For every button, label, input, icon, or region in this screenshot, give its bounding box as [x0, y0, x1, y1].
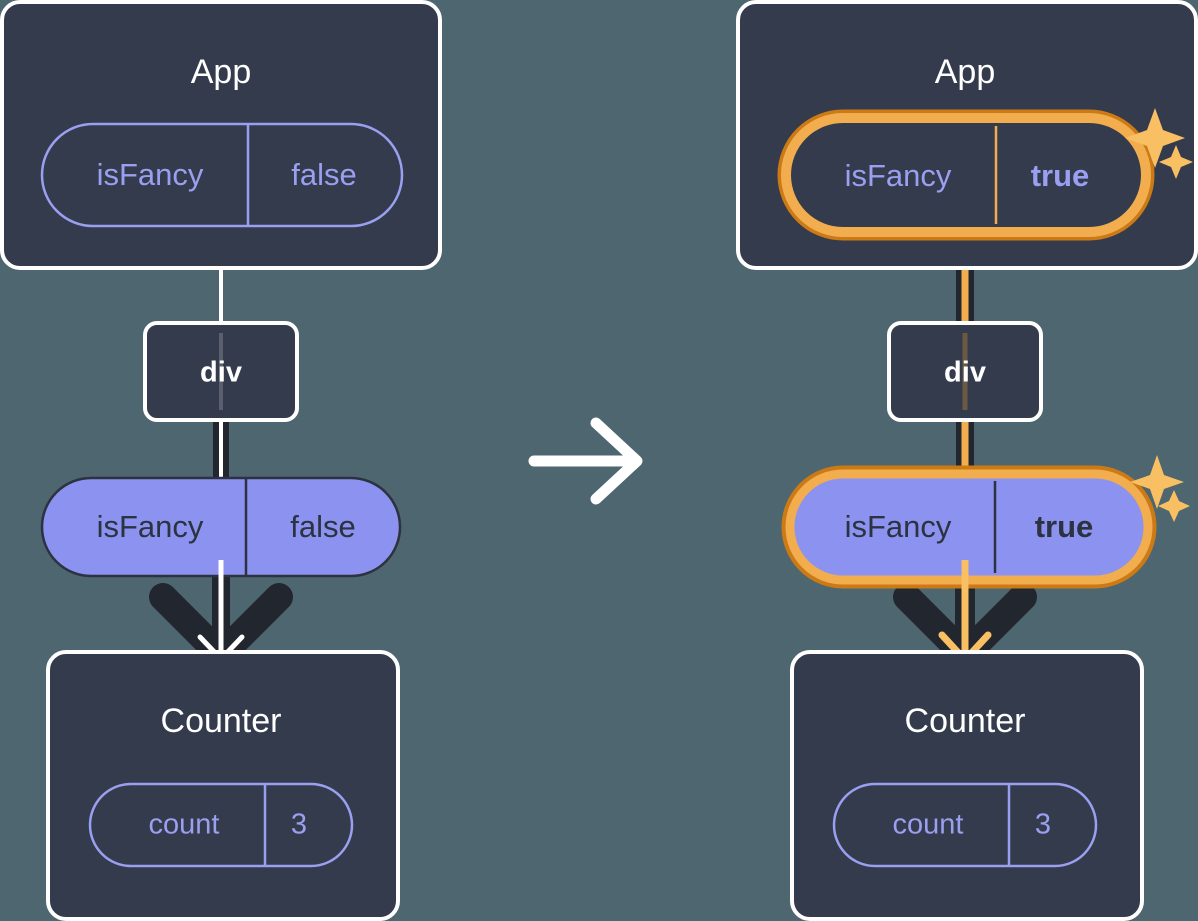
right-counter-pill-value: 3: [1035, 809, 1051, 841]
left-counter-title: Counter: [161, 702, 282, 740]
left-app-box: [0, 0, 442, 270]
left-counter-pill-value: 3: [291, 809, 307, 841]
left-prop-pill: isFancy false: [40, 476, 402, 578]
left-panel-group: App isFancy false div: [0, 0, 442, 921]
right-prop-pill-key: isFancy: [845, 509, 952, 544]
right-prop-pill-value: true: [1035, 509, 1094, 544]
left-app-pill-key: isFancy: [97, 157, 204, 192]
right-div-title: div: [944, 357, 986, 389]
right-counter-box: [790, 650, 1144, 921]
sparkle-icon-app: [1125, 108, 1193, 179]
left-app-title: App: [191, 53, 252, 91]
sparkle-icon-prop: [1130, 455, 1190, 522]
right-prop-pill-shape: [785, 469, 1153, 585]
left-app-pill: isFancy false: [40, 122, 404, 228]
right-app-title: App: [935, 53, 996, 91]
right-counter-pill-shape: [832, 782, 1098, 868]
right-app-pill: isFancy true: [777, 109, 1155, 241]
left-div-box: div: [143, 321, 299, 422]
left-div-title: div: [200, 357, 242, 389]
right-counter-pill: count 3: [832, 782, 1098, 868]
left-app-pill-value: false: [291, 157, 356, 192]
right-app-pill-shape: [781, 113, 1151, 237]
left-prop-pill-value: false: [290, 509, 355, 544]
transition-arrow: [528, 417, 643, 505]
right-prop-pill: isFancy true: [781, 465, 1157, 589]
left-counter-pill-key: count: [149, 809, 220, 841]
left-app-pill-shape: [40, 122, 404, 228]
right-counter-title: Counter: [905, 702, 1026, 740]
right-app-pill-value: true: [1031, 158, 1090, 193]
right-counter-pill-key: count: [893, 809, 964, 841]
right-app-pill-key: isFancy: [845, 158, 952, 193]
right-div-box: div: [887, 321, 1043, 422]
left-prop-pill-key: isFancy: [97, 509, 204, 544]
left-counter-pill: count 3: [88, 782, 354, 868]
right-panel-group: App isFancy true div: [736, 0, 1198, 921]
left-counter-box: [46, 650, 400, 921]
left-counter-pill-shape: [88, 782, 354, 868]
